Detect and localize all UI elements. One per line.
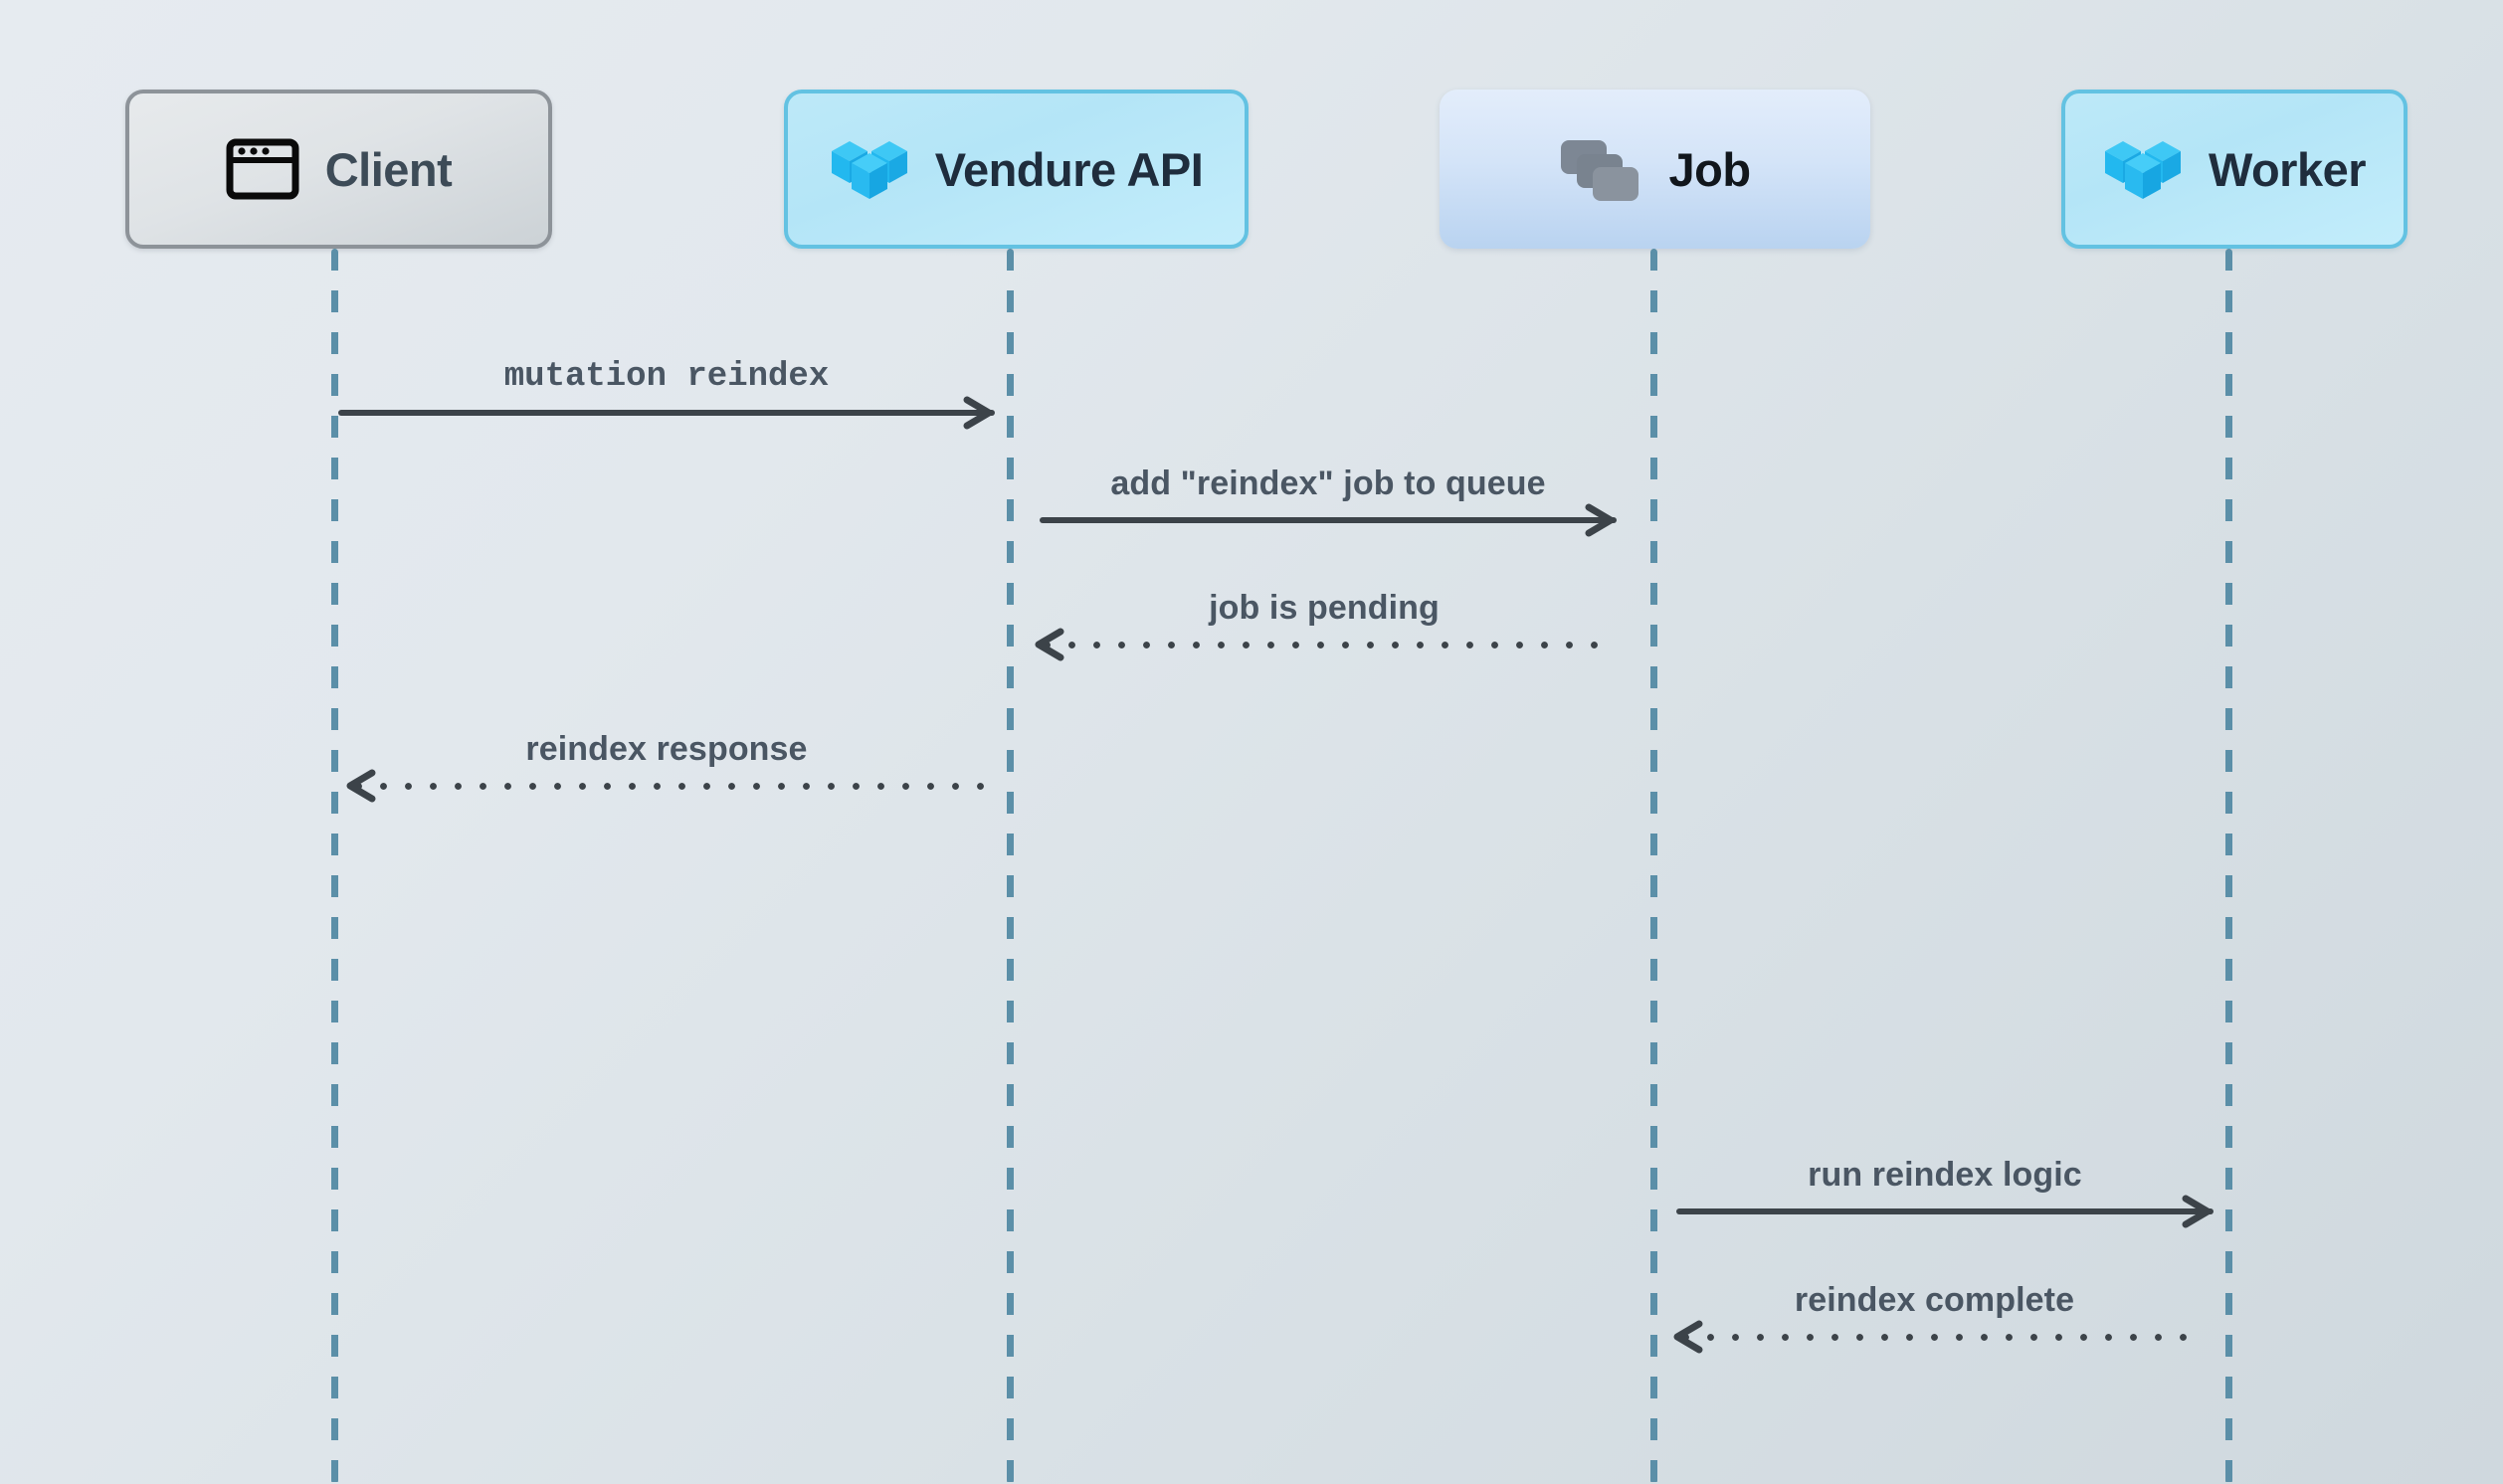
arrowhead-left-icon: [1029, 624, 1070, 665]
message-label: run reindex logic: [1808, 1156, 2082, 1194]
message-line-dotted: [1035, 642, 1614, 649]
lifeline-vendure-api: [1007, 249, 1014, 1484]
message-line-dotted: [1673, 1334, 2196, 1341]
lifeline-client: [331, 249, 338, 1484]
participant-box-client[interactable]: Client: [125, 90, 552, 249]
participant-label-client: Client: [324, 142, 453, 196]
arrowhead-left-icon: [1667, 1316, 1709, 1358]
arrowhead-right-icon: [957, 392, 999, 434]
message-label: mutation reindex: [503, 358, 830, 396]
vendure-cubes-icon: [2103, 133, 2183, 205]
arrowhead-right-icon: [1579, 499, 1621, 541]
browser-window-icon: [226, 138, 299, 200]
message-line-dotted: [346, 783, 987, 790]
lifeline-worker: [2225, 249, 2232, 1484]
participant-box-job[interactable]: Job: [1440, 90, 1870, 249]
stacked-cards-icon: [1559, 134, 1642, 204]
lifeline-job: [1650, 249, 1657, 1484]
message-label: reindex complete: [1794, 1281, 2075, 1319]
vendure-cubes-icon: [830, 133, 909, 205]
participant-box-worker[interactable]: Worker: [2061, 90, 2407, 249]
message-label: job is pending: [1209, 589, 1440, 627]
arrowhead-right-icon: [2176, 1191, 2217, 1232]
message-label: add "reindex" job to queue: [1110, 464, 1546, 502]
message-line-solid: [1676, 1208, 2214, 1214]
participant-label-vendure-api: Vendure API: [934, 142, 1204, 196]
arrowhead-left-icon: [340, 765, 382, 807]
participant-box-vendure-api[interactable]: Vendure API: [784, 90, 1249, 249]
participant-label-job: Job: [1668, 142, 1751, 196]
message-label: reindex response: [525, 730, 808, 768]
message-line-solid: [1040, 517, 1617, 523]
message-line-solid: [338, 410, 995, 416]
participant-label-worker: Worker: [2208, 142, 2367, 196]
